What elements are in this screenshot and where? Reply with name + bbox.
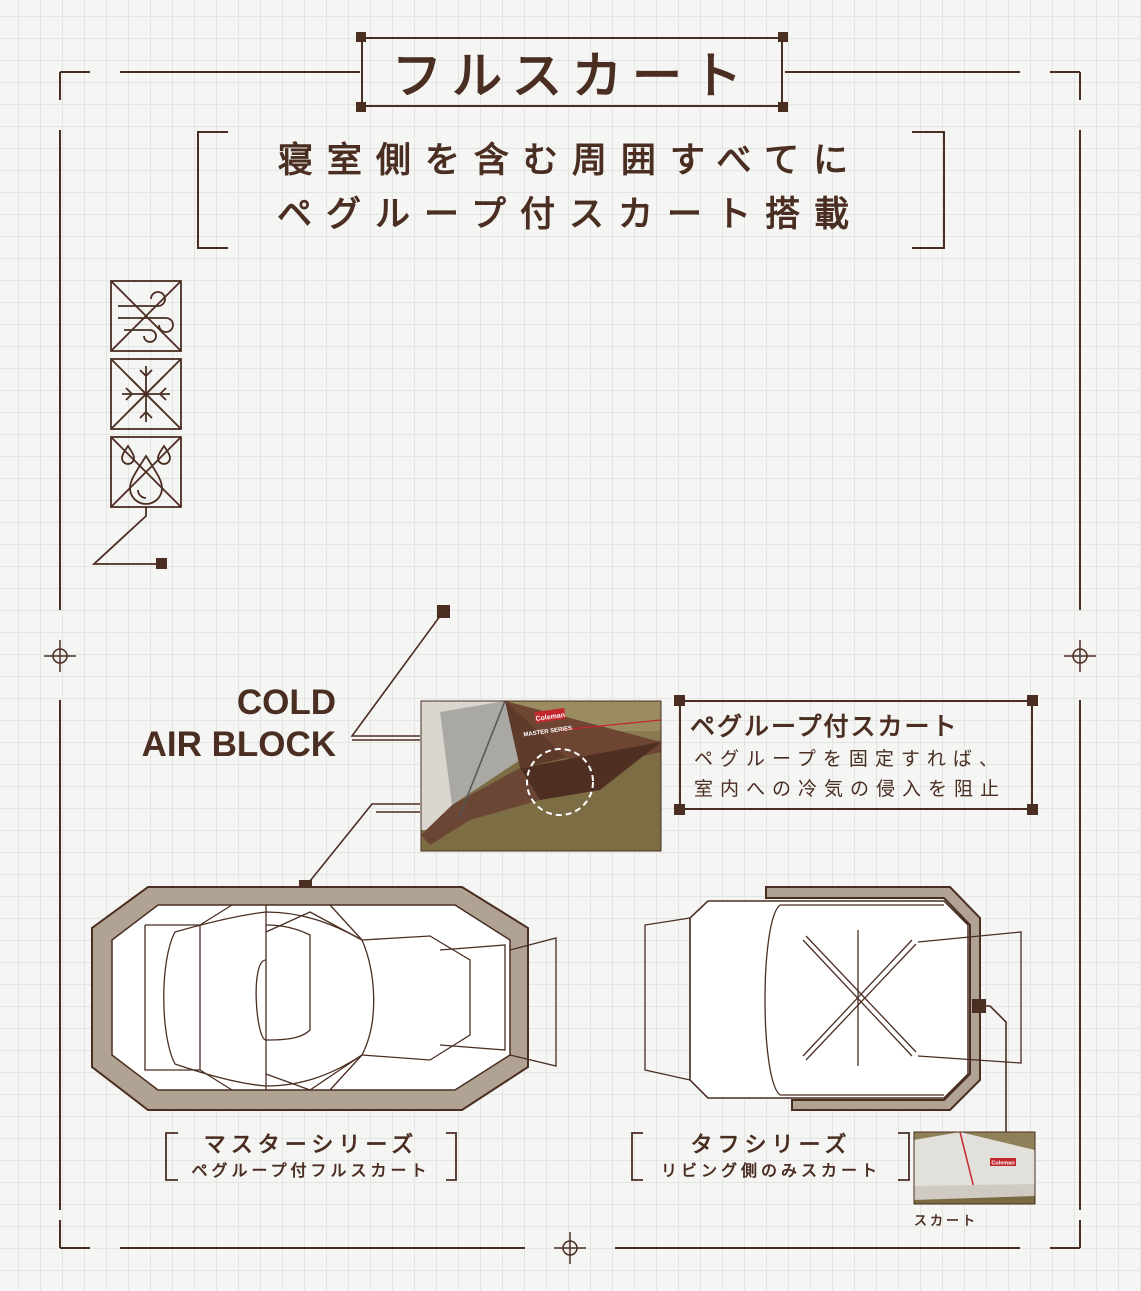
caption-brackets — [165, 1132, 910, 1181]
tough-series-leader — [972, 999, 1007, 1132]
caption-master-sub: ペグループ付フルスカート — [191, 1161, 431, 1180]
subtitle-line-1: 寝室側を含む周囲すべてに — [277, 141, 863, 181]
thumb-coleman-logo-text: Coleman — [991, 1161, 1015, 1167]
title-frame — [356, 32, 788, 112]
cold-air-leader — [305, 611, 444, 887]
leader-endpoint — [437, 605, 450, 618]
crosshair-marks — [44, 640, 1096, 1264]
snowflake-icon — [110, 358, 182, 430]
info-box-title: ペグループ付スカート — [690, 712, 959, 741]
info-box-line-1: ペグループを固定すれば、 — [694, 748, 1005, 770]
caption-master-main: マスターシリーズ — [203, 1133, 419, 1158]
caption-tough-main: タフシリーズ — [690, 1133, 852, 1158]
skirt-thumbnail: Coleman — [913, 1131, 1036, 1205]
caption-tough-sub: リビング側のみスカート — [660, 1161, 881, 1180]
tough-series-tent-plan — [644, 886, 1022, 1111]
thumbnail-label: スカート — [914, 1214, 979, 1229]
subtitle: 寝室側を含む周囲すべてに ペグループ付スカート搭載 — [210, 134, 930, 242]
cold-air-block-label: COLD AIR BLOCK — [90, 682, 336, 766]
cold-label-line-1: COLD — [236, 683, 336, 722]
subtitle-line-2: ペグループ付スカート搭載 — [277, 195, 863, 235]
wind-icon — [110, 280, 182, 352]
caption-master-series: マスターシリーズ ペグループ付フルスカート — [165, 1133, 457, 1183]
info-box-body: ペグループを固定すれば、 室内への冷気の侵入を阻止 — [694, 744, 1024, 804]
subtitle-brackets — [197, 131, 945, 249]
caption-tough-series: タフシリーズ リビング側のみスカート — [630, 1133, 912, 1183]
info-box-frame — [674, 695, 1038, 815]
coleman-logo-text: Coleman — [535, 712, 565, 723]
tent-photo: Coleman MASTER SERIES — [420, 700, 662, 852]
info-box-line-2: 室内への冷気の侵入を阻止 — [694, 778, 1007, 800]
water-drop-icon — [110, 436, 182, 508]
outer-frame — [59, 71, 1081, 1249]
page-title: フルスカート — [392, 47, 752, 105]
icon-leader-line — [91, 507, 167, 569]
cold-label-line-2: AIR BLOCK — [141, 725, 336, 764]
master-series-tent-plan — [91, 886, 557, 1111]
